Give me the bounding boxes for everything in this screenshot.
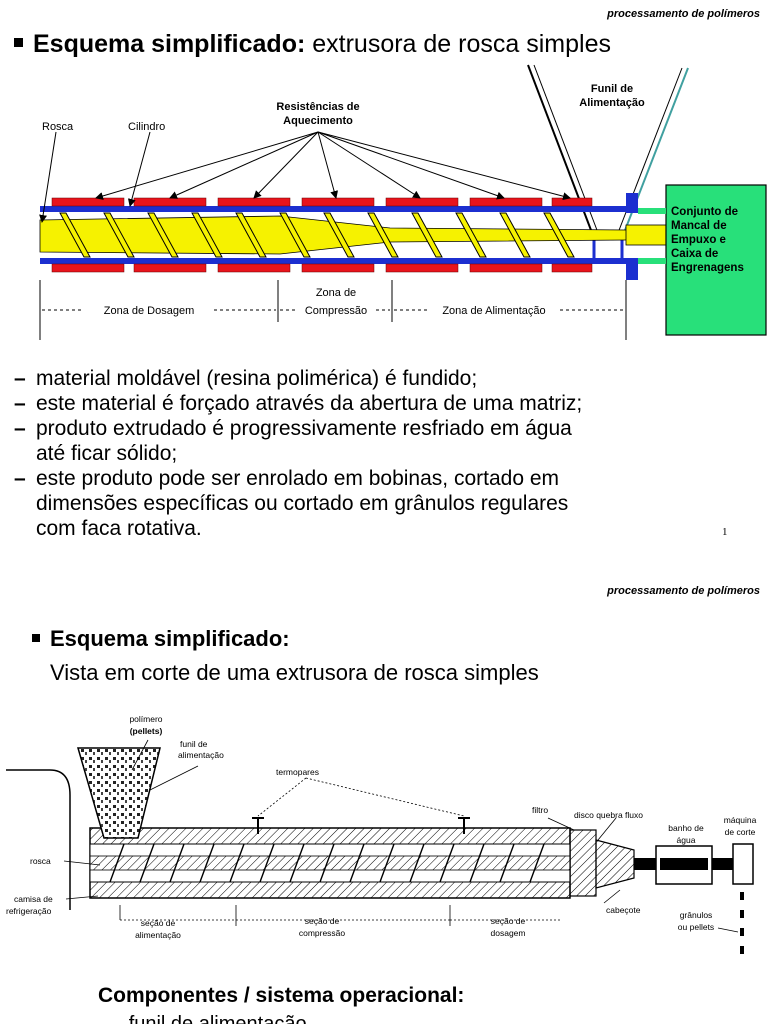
label-conjunto-5: Engrenagens (671, 262, 744, 274)
barrel-top (40, 206, 626, 212)
svg-text:rosca: rosca (30, 856, 51, 866)
svg-text:banho de: banho de (668, 823, 704, 833)
label-cilindro: Cilindro (128, 121, 165, 133)
thermocouple-pins (252, 817, 470, 834)
square-bullet-icon (32, 634, 40, 642)
extruder-cutaway-diagram: polímero (pellets) funil de alimentação … (6, 714, 757, 954)
label-conjunto-4: Caixa de (671, 248, 718, 260)
label-funil-1: Funil de (591, 83, 633, 95)
label-zona-compressao-1: Zona de (316, 287, 356, 299)
components-partial-item: – funil de alimentação (112, 1014, 307, 1024)
slide-2-title: Esquema simplificado: (32, 626, 290, 652)
svg-text:grânulos: grânulos (680, 910, 713, 920)
label-conjunto-1: Conjunto de (671, 206, 738, 218)
barrel-bottom (40, 258, 626, 264)
svg-text:disco quebra fluxo: disco quebra fluxo (574, 810, 643, 820)
label-zona-alimentacao: Zona de Alimentação (442, 305, 545, 317)
svg-text:alimentação: alimentação (178, 750, 224, 760)
svg-text:(pellets): (pellets) (130, 726, 163, 736)
svg-text:máquina: máquina (724, 815, 757, 825)
single-screw-extruder-diagram: Rosca Cilindro Resistências de Aquecimen… (39, 64, 767, 340)
svg-text:água: água (677, 835, 696, 845)
svg-text:de corte: de corte (725, 827, 756, 837)
slide-1-bullets: –material moldável (resina polimérica) é… (14, 366, 714, 541)
bullet-3: –produto extrudado é progressivamente re… (14, 417, 572, 465)
slide-1-title: Esquema simplificado: extrusora de rosca… (14, 30, 611, 59)
svg-text:polímero: polímero (129, 714, 162, 724)
svg-text:alimentação: alimentação (135, 930, 181, 940)
label-rosca: Rosca (42, 121, 74, 133)
label-conjunto-2: Mancal de (671, 220, 727, 232)
label-resistencias-2: Aquecimento (283, 115, 353, 127)
bullet-2: –este material é forçado através da aber… (14, 392, 583, 415)
die-head (595, 839, 635, 889)
svg-text:termopares: termopares (276, 767, 319, 777)
header-tag-1: processamento de polímeros (607, 8, 760, 20)
label-conjunto-3: Empuxo e (671, 234, 726, 246)
cutter-box (732, 843, 754, 885)
page-number: 1 (722, 526, 728, 538)
components-heading: Componentes / sistema operacional: (98, 984, 465, 1007)
svg-text:refrigeração: refrigeração (6, 906, 52, 916)
breaker-plate (569, 829, 597, 897)
heater-pointers (95, 131, 571, 201)
slide-1-title-bold: Esquema simplificado: (33, 30, 306, 58)
svg-text:ou pellets: ou pellets (678, 922, 714, 932)
leader-lines (63, 739, 739, 933)
label-funil-2: Alimentação (579, 97, 645, 109)
svg-text:funil de: funil de (180, 739, 208, 749)
svg-text:filtro: filtro (532, 805, 548, 815)
svg-text:dosagem: dosagem (491, 928, 526, 938)
hopper-shape (77, 747, 161, 839)
bullet-1: –material moldável (resina polimérica) é… (14, 367, 478, 390)
gearbox-box (665, 184, 767, 336)
svg-text:cabeçote: cabeçote (606, 905, 641, 915)
frame-outline (6, 769, 71, 910)
svg-text:seção de: seção de (305, 916, 340, 926)
zone-markers (39, 280, 627, 340)
heater-bands (51, 197, 593, 273)
svg-text:compressão: compressão (299, 928, 346, 938)
label-zona-dosagem: Zona de Dosagem (104, 305, 195, 317)
label-resistencias-1: Resistências de (276, 101, 359, 113)
slide-2-subtitle: Vista em corte de uma extrusora de rosca… (50, 660, 539, 685)
svg-text:camisa de: camisa de (14, 894, 53, 904)
screw-shape (39, 212, 667, 258)
bullet-4: –este produto pode ser enrolado em bobin… (14, 467, 569, 540)
slide-1-title-rest: extrusora de rosca simples (305, 30, 611, 58)
square-bullet-icon (14, 38, 23, 47)
label-zona-compressao-2: Compressão (305, 305, 367, 317)
falling-pellets (740, 892, 744, 954)
svg-text:seção de: seção de (141, 918, 176, 928)
svg-text:seção de: seção de (491, 916, 526, 926)
header-tag-2: processamento de polímeros (607, 585, 760, 597)
